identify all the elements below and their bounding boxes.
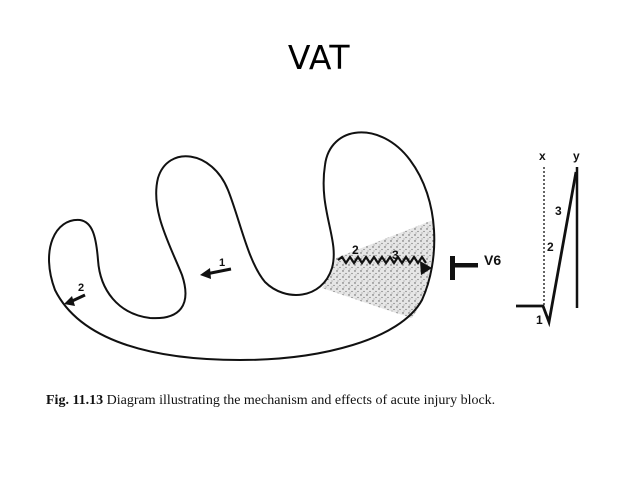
v6-label: V6 bbox=[484, 252, 501, 268]
ecg-tracing bbox=[516, 167, 579, 328]
arrow-1-label: 1 bbox=[219, 257, 225, 269]
injury-current-arrow bbox=[337, 255, 432, 275]
arrow-2-label: 2 bbox=[78, 282, 84, 294]
ecg-3-label: 3 bbox=[555, 204, 562, 218]
ecg-1-label: 1 bbox=[536, 313, 543, 327]
figure-caption: Fig. 11.13 Diagram illustrating the mech… bbox=[46, 393, 495, 409]
injury-arrow-label-3: 3 bbox=[392, 248, 399, 262]
injury-arrow-label-2: 2 bbox=[352, 243, 359, 257]
figure-number: Fig. 11.13 bbox=[46, 393, 104, 408]
ventricle-outline bbox=[48, 131, 436, 362]
caption-text: Diagram illustrating the mechanism and e… bbox=[106, 393, 496, 408]
slide-title: VAT bbox=[287, 38, 351, 77]
ecg-y-label: y bbox=[573, 149, 580, 163]
ecg-2-label: 2 bbox=[547, 240, 554, 254]
arrow-1 bbox=[200, 267, 232, 279]
ecg-x-label: x bbox=[539, 149, 546, 163]
arrow-2 bbox=[64, 293, 86, 306]
injury-zone bbox=[322, 220, 434, 318]
v6-electrode bbox=[450, 256, 478, 280]
